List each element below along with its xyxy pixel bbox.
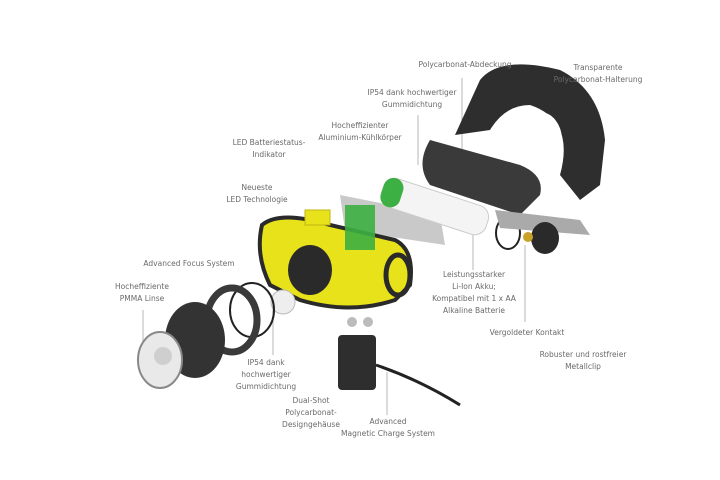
label-line: Leistungsstarker xyxy=(442,270,506,279)
label-polycarbonate-cover: Polycarbonat-Abdeckung xyxy=(418,59,511,71)
label-line: Li-Ion Akku; xyxy=(452,282,496,291)
label-line: Polycarbonat-Abdeckung xyxy=(418,60,512,69)
magnetic-charger xyxy=(338,335,376,390)
label-line: Hocheffizienter xyxy=(331,121,389,130)
label-line: Polycarbonat- xyxy=(285,408,337,417)
label-line: LED Batteriestatus- xyxy=(232,138,306,147)
label-line: Aluminium-Kühlkörper xyxy=(318,133,402,142)
label-line: Neueste xyxy=(241,183,273,192)
label-line: Metallclip xyxy=(565,362,601,371)
battery-indicator xyxy=(304,209,331,226)
label-line: PMMA Linse xyxy=(119,294,165,303)
label-line: Magnetic Charge System xyxy=(341,429,435,438)
polycarbonate-cover xyxy=(422,140,541,215)
label-line: hochwertiger xyxy=(241,370,291,379)
charge-cable xyxy=(375,363,461,407)
lens-center xyxy=(154,347,172,365)
label-line: Gummidichtung xyxy=(235,382,297,391)
label-line: Gummidichtung xyxy=(381,100,443,109)
led-module xyxy=(270,289,296,315)
circuit-board xyxy=(345,205,375,250)
label-line: Dual-Shot xyxy=(292,396,330,405)
label-line: Robuster und rostfreier xyxy=(539,350,627,359)
label-battery-indicator: LED Batteriestatus- Indikator xyxy=(233,137,306,161)
label-line: Kompatibel mit 1 x AA xyxy=(432,294,516,303)
label-line: IP54 dank xyxy=(247,358,285,367)
label-line: Alkaline Batterie xyxy=(443,306,505,315)
label-line: Indikator xyxy=(252,150,286,159)
label-line: IP54 dank hochwertiger xyxy=(367,88,457,97)
magnet-pin xyxy=(347,317,357,327)
holder-opening xyxy=(518,112,562,168)
label-line: Transparente xyxy=(573,63,623,72)
gold-contact xyxy=(523,232,533,242)
label-line: Hocheffiziente xyxy=(115,282,169,291)
label-line: Designgehäuse xyxy=(282,420,340,429)
label-line: Polycarbonat-Halterung xyxy=(553,75,643,84)
gold-contact-cap xyxy=(531,222,559,254)
label-line: LED Technologie xyxy=(226,195,288,204)
label-focus-system: Advanced Focus System xyxy=(143,258,234,270)
housing-ring xyxy=(383,252,413,298)
housing-opening xyxy=(288,245,332,295)
li-ion-battery xyxy=(380,177,490,236)
polycarbonate-holder xyxy=(455,64,605,200)
label-line: Advanced xyxy=(369,417,407,426)
label-gold-contact: Vergoldeter Kontakt xyxy=(490,327,565,339)
label-line: Advanced Focus System xyxy=(143,259,235,268)
magnet-pin xyxy=(363,317,373,327)
label-line: Vergoldeter Kontakt xyxy=(489,328,565,337)
